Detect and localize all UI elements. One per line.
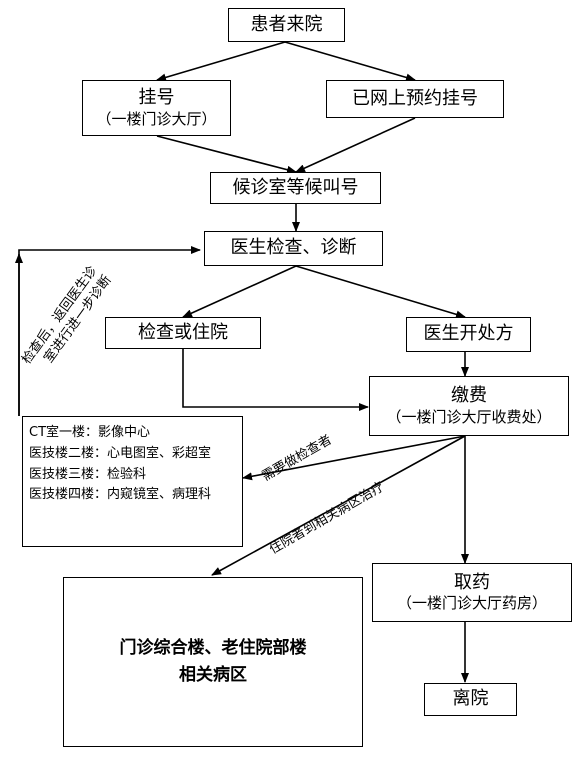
arrow-register-to-waiting bbox=[156, 135, 297, 174]
arrow-arrive-to-register bbox=[156, 41, 286, 82]
prescription-box: 医生开处方 bbox=[406, 317, 531, 352]
exam-departments-box: CT室一楼：影像中心 医技楼二楼：心电图室、彩超室 医技楼三楼：检验科 医技楼四… bbox=[22, 416, 243, 547]
online-registered-label: 已网上预约挂号 bbox=[352, 87, 478, 109]
dept-ct-line: CT室一楼：影像中心 bbox=[29, 425, 151, 440]
dept-tech2-line: 医技楼二楼：心电图室、彩超室 bbox=[29, 445, 212, 461]
register-label: 挂号 bbox=[138, 87, 175, 109]
return-after-check-label: 检查后，返回医生诊 室进行进一步诊断 bbox=[19, 263, 114, 376]
need-check-label: 需要做检查者 bbox=[259, 432, 335, 485]
arrow-arrive-to-online bbox=[284, 41, 416, 82]
leave-box: 离院 bbox=[424, 683, 517, 716]
payment-label: 缴费 bbox=[451, 385, 487, 407]
dept-tech4-line: 医技楼四楼：内窥镜室、病理科 bbox=[29, 487, 212, 503]
waiting-room-box: 候诊室等候叫号 bbox=[210, 172, 381, 204]
arrow-online-to-waiting bbox=[295, 117, 416, 173]
doctor-exam-label: 医生检查、诊断 bbox=[230, 237, 357, 259]
arrow-check-to-payment bbox=[182, 349, 369, 411]
arrow-exam-to-prescription bbox=[295, 265, 466, 319]
get-medicine-label: 取药 bbox=[454, 571, 490, 593]
patient-arrives-box: 患者来院 bbox=[228, 8, 345, 42]
doctor-exam-box: 医生检查、诊断 bbox=[204, 231, 383, 266]
register-box: 挂号 （一楼门诊大厅） bbox=[82, 80, 231, 136]
patient-arrives-label: 患者来院 bbox=[250, 13, 323, 35]
register-location-label: （一楼门诊大厅） bbox=[96, 109, 217, 128]
leave-label: 离院 bbox=[452, 688, 489, 710]
prescription-label: 医生开处方 bbox=[423, 323, 514, 345]
arrow-exam-to-check bbox=[182, 265, 297, 318]
pharmacy-location-label: （一楼门诊大厅药房） bbox=[396, 594, 547, 613]
payment-box: 缴费 （一楼门诊大厅收费处） bbox=[369, 376, 569, 436]
exam-or-hospital-box: 检查或住院 bbox=[105, 317, 261, 349]
hospitalized-label: 住院者到相关病区治疗 bbox=[266, 479, 388, 558]
get-medicine-box: 取药 （一楼门诊大厅药房） bbox=[372, 563, 572, 622]
payment-location-label: （一楼门诊大厅收费处） bbox=[386, 407, 552, 426]
waiting-room-label: 候诊室等候叫号 bbox=[232, 176, 359, 198]
wards-box: 门诊综合楼、老住院部楼 相关病区 bbox=[63, 577, 363, 747]
exam-or-hospital-label: 检查或住院 bbox=[138, 321, 228, 343]
dept-tech3-line: 医技楼三楼：检验科 bbox=[29, 466, 147, 482]
wards-line2-label: 相关病区 bbox=[179, 665, 247, 685]
online-registered-box: 已网上预约挂号 bbox=[326, 80, 504, 118]
wards-line1-label: 门诊综合楼、老住院部楼 bbox=[119, 637, 307, 658]
